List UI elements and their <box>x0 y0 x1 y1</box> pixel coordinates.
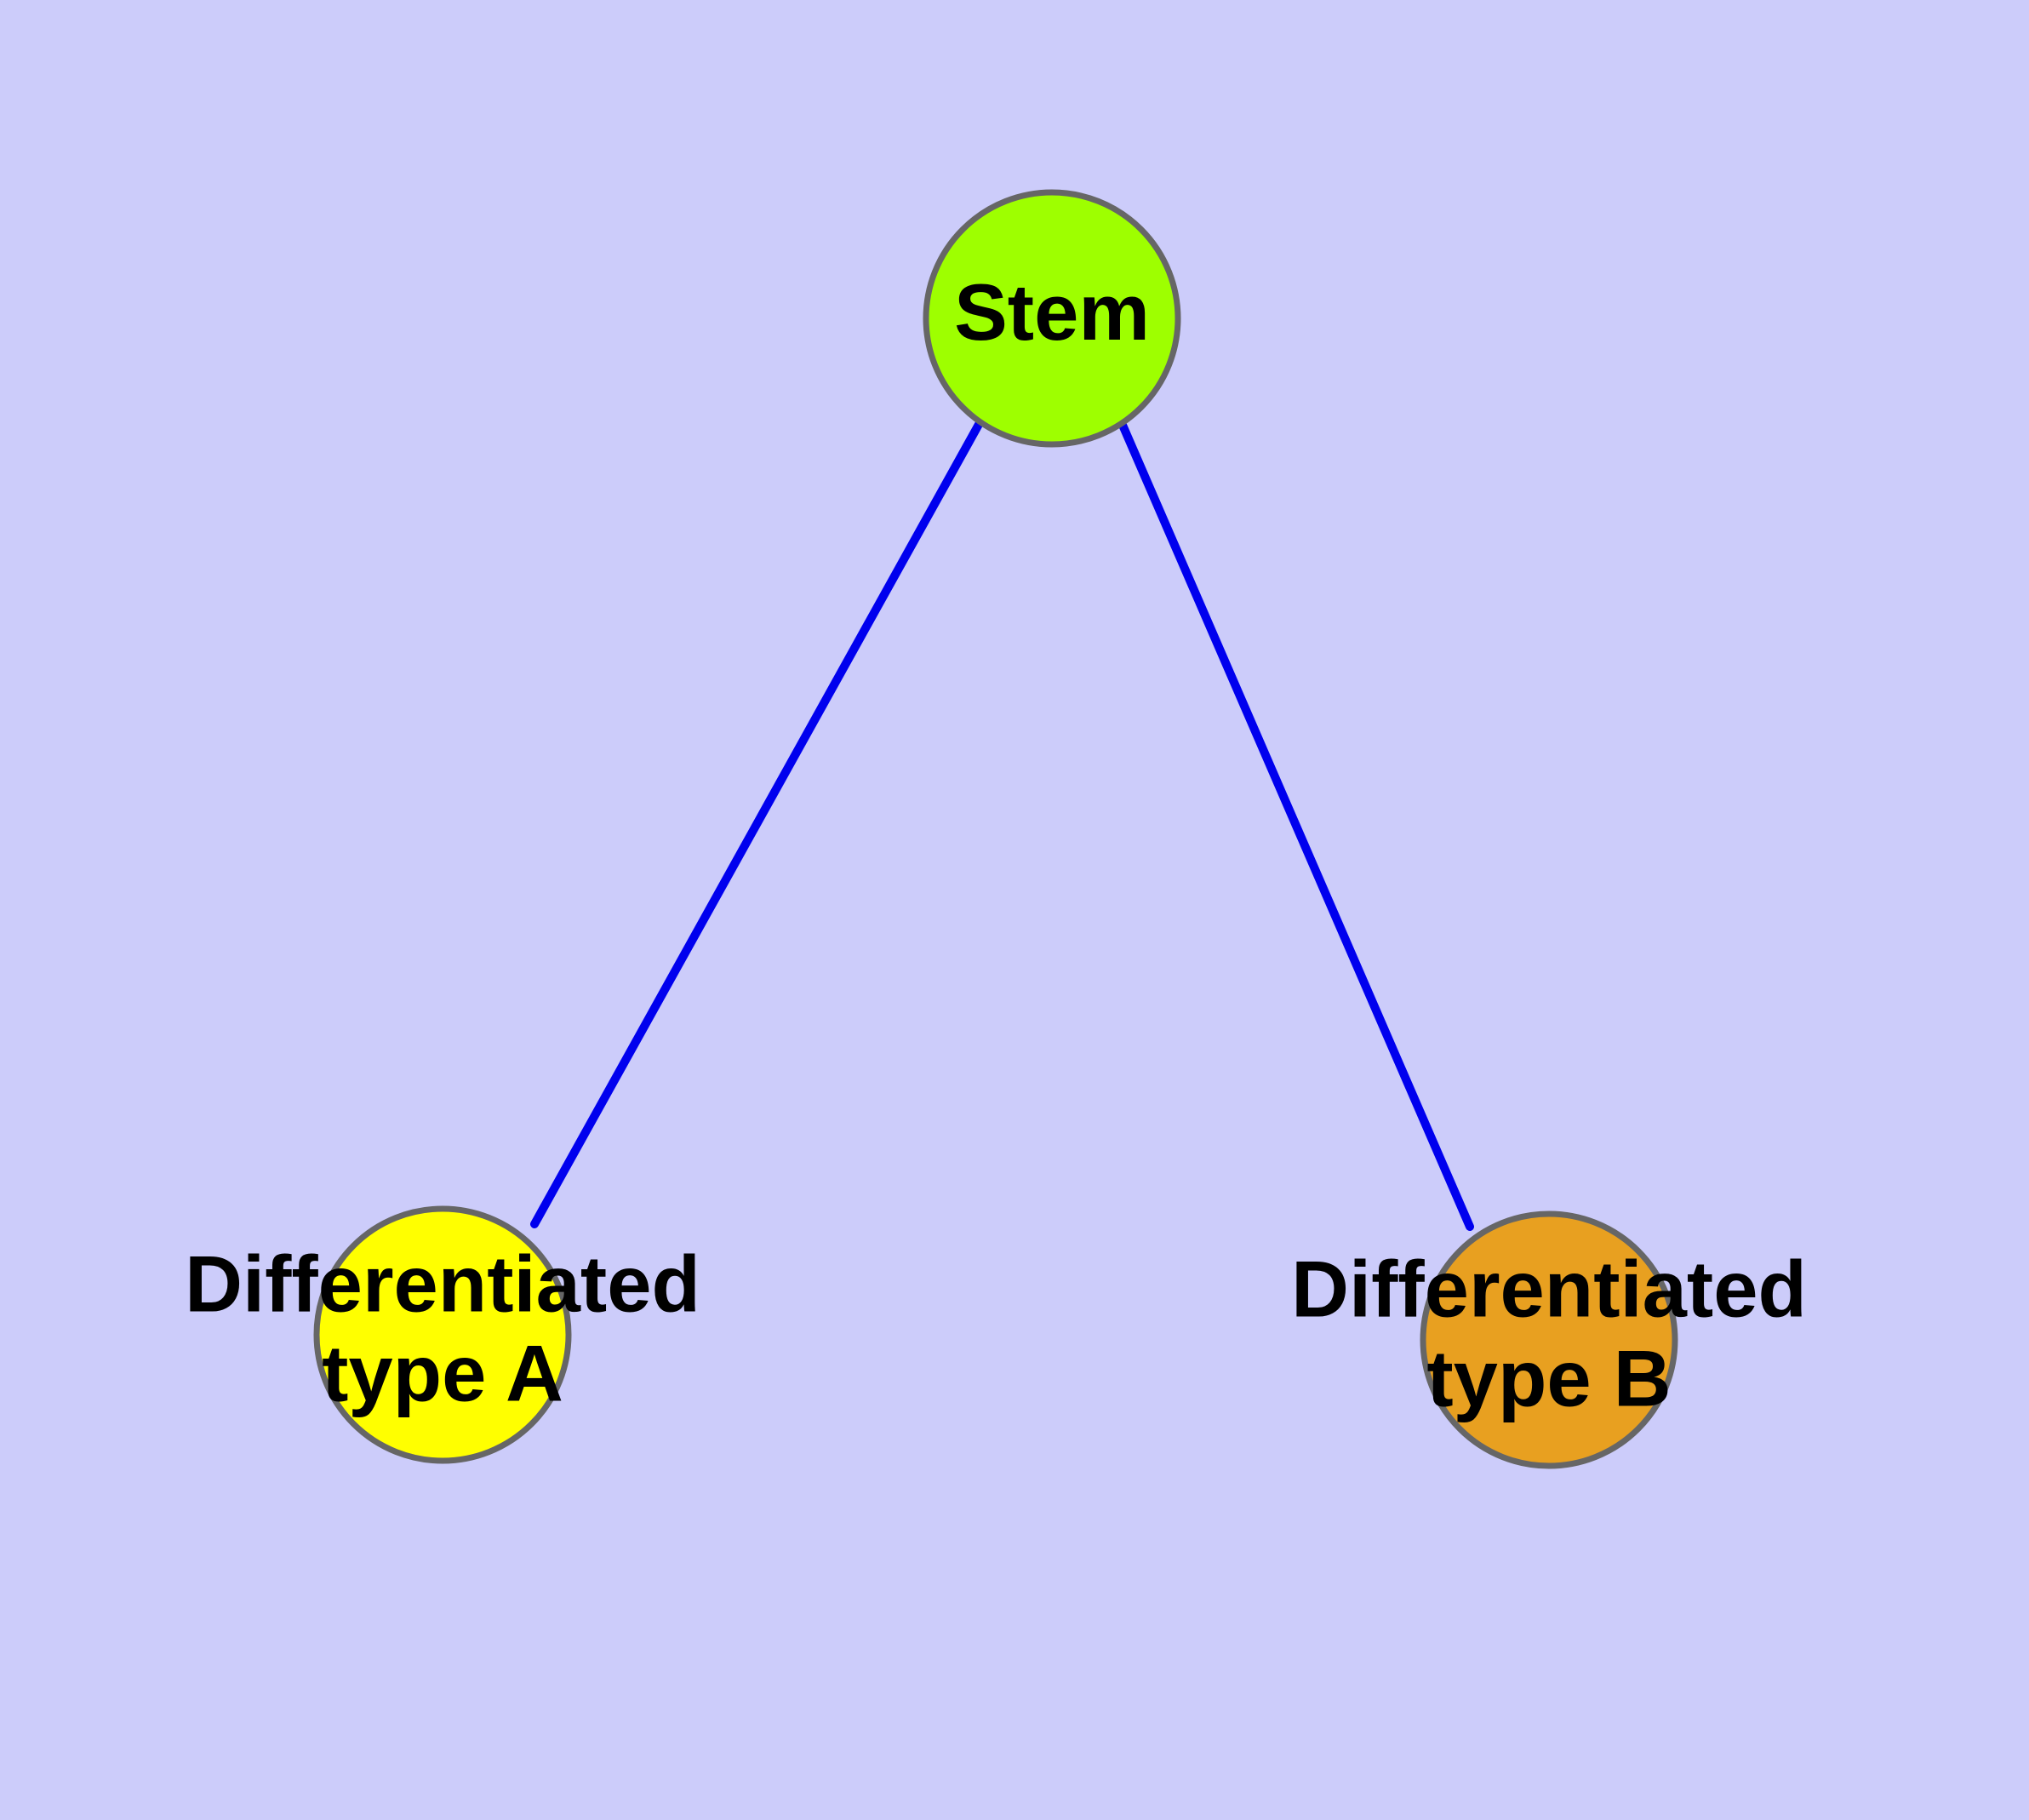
edge-layer <box>530 417 1474 1231</box>
edge-stem-to-differentiated-type-a[interactable] <box>530 417 985 1228</box>
node-differentiated-type-a-circle[interactable] <box>313 1205 572 1464</box>
node-label-line: Differentiated <box>185 1239 700 1328</box>
node-label-line: type A <box>322 1328 563 1417</box>
node-differentiated-type-b-circle[interactable] <box>1420 1210 1678 1469</box>
node-layer <box>313 189 1678 1469</box>
node-label-line: type B <box>1426 1333 1671 1422</box>
node-label-line: Stem <box>954 267 1150 357</box>
node-label-line: Differentiated <box>1291 1244 1807 1333</box>
node-differentiated-type-b[interactable] <box>1420 1210 1678 1469</box>
node-differentiated-type-a[interactable] <box>313 1205 572 1464</box>
node-stem-circle[interactable] <box>923 189 1181 448</box>
edge-stem-to-differentiated-type-b[interactable] <box>1117 419 1474 1231</box>
node-stem-label: Stem <box>954 267 1150 357</box>
node-stem[interactable] <box>923 189 1181 448</box>
